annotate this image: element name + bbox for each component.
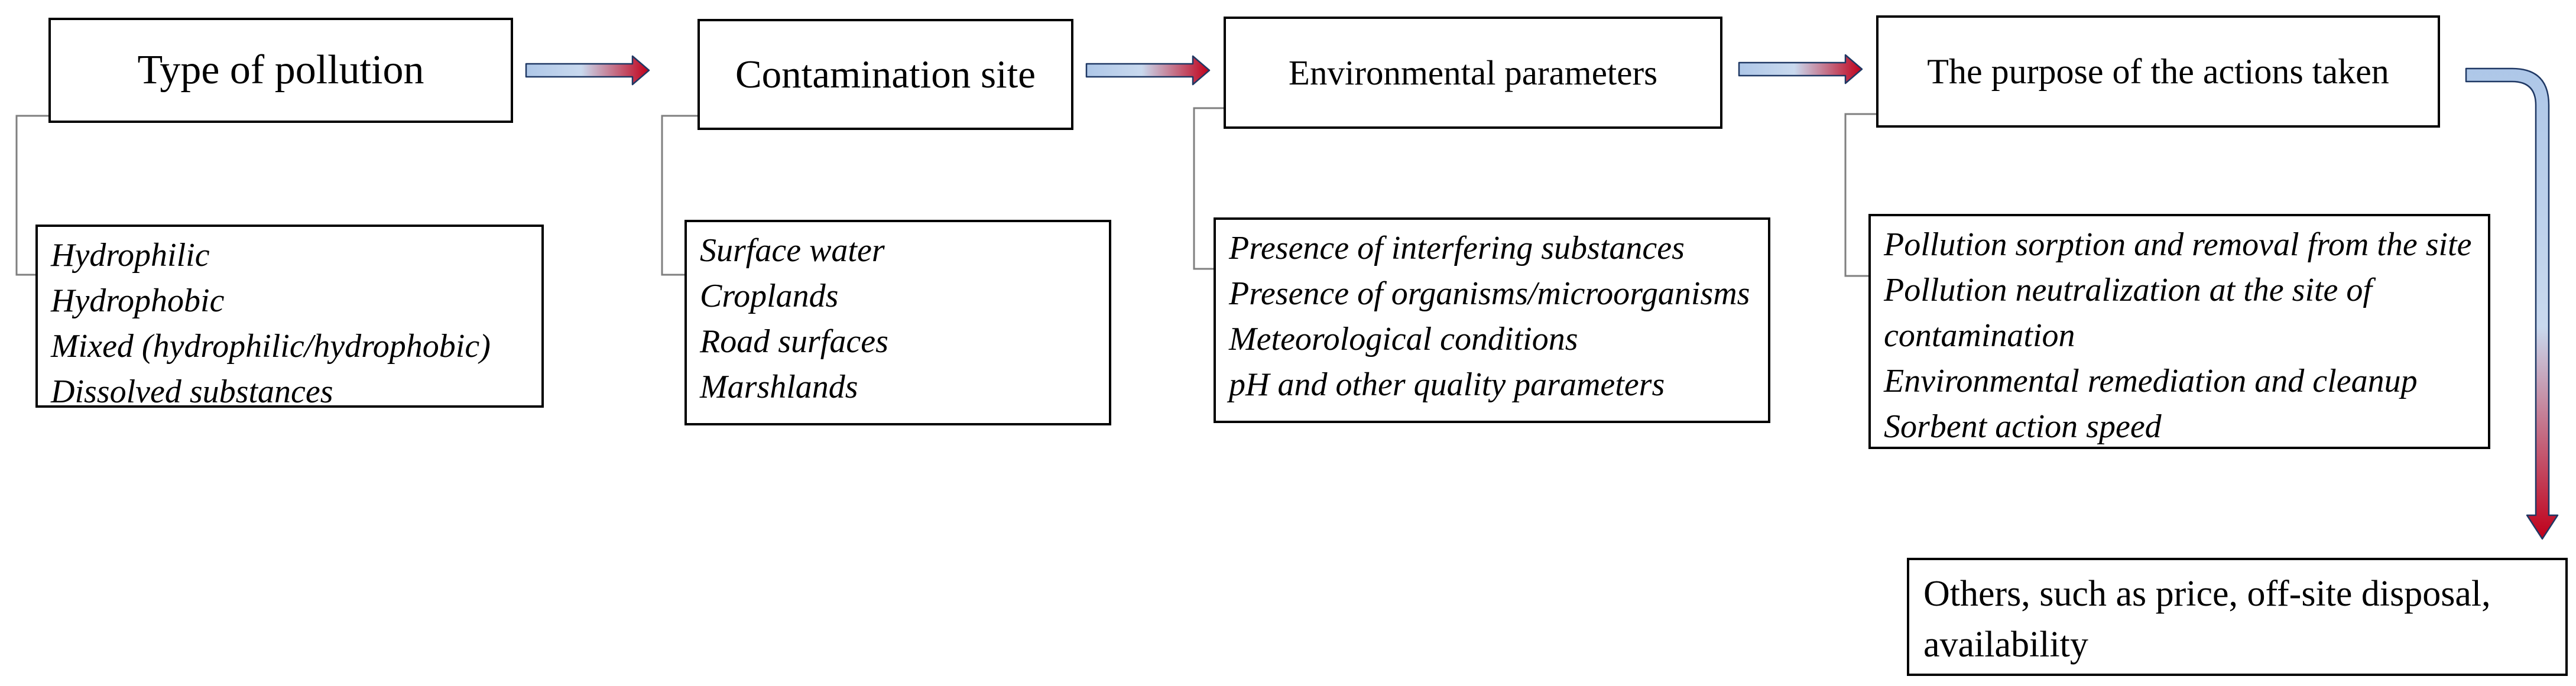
step-3-box: Environmental parameters (1224, 17, 1722, 129)
connector-3 (1193, 107, 1225, 270)
step-3-list: Presence of interfering substances Prese… (1229, 226, 1768, 408)
step-4-item: Pollution sorption and removal from the … (1884, 226, 2472, 263)
step-3-title: Environmental parameters (1288, 53, 1658, 92)
step-2-box: Contamination site (697, 19, 1073, 130)
flow-arrow-3 (1738, 54, 1863, 84)
step-3-item: pH and other quality parameters (1229, 366, 1665, 403)
step-3-list-box: Presence of interfering substances Prese… (1214, 217, 1770, 423)
step-1-item: Hydrophilic (51, 237, 210, 274)
flow-arrow-1 (525, 55, 650, 86)
step-1-list-box: Hydrophilic Hydrophobic Mixed (hydrophil… (35, 225, 544, 410)
step-3-item: Presence of organisms/microorganisms (1229, 275, 1750, 312)
final-box: Others, such as price, off-site disposal… (1907, 558, 2568, 676)
step-1-item: Dissolved substances (51, 373, 333, 410)
step-1-title: Type of pollution (137, 47, 424, 93)
step-4-list-box: Pollution sorption and removal from the … (1868, 214, 2490, 449)
step-3-item: Meteorological conditions (1229, 321, 1578, 357)
connector-2 (661, 115, 699, 276)
connector-1 (15, 115, 50, 276)
step-2-list-box: Surface water Croplands Road surfaces Ma… (684, 220, 1111, 425)
step-4-title: The purpose of the actions taken (1927, 52, 2389, 91)
step-4-list: Pollution sorption and removal from the … (1884, 222, 2488, 450)
step-4-box: The purpose of the actions taken (1876, 15, 2440, 128)
step-2-item: Croplands (700, 278, 839, 314)
step-4-item: contamination (1884, 317, 2075, 354)
step-4-item: Environmental remediation and cleanup (1884, 363, 2418, 399)
step-1-item: Hydrophobic (51, 282, 225, 319)
flow-arrow-2 (1085, 55, 1211, 86)
step-2-title: Contamination site (735, 52, 1036, 96)
connector-4 (1844, 113, 1877, 277)
step-2-item: Surface water (700, 232, 885, 269)
step-1-list: Hydrophilic Hydrophobic Mixed (hydrophil… (51, 233, 541, 415)
step-2-item: Marshlands (700, 369, 858, 405)
step-1-item: Mixed (hydrophilic/hydrophobic) (51, 328, 491, 365)
step-1-box: Type of pollution (48, 18, 513, 123)
step-4-item: Pollution neutralization at the site of (1884, 272, 2372, 308)
final-text: Others, such as price, off-site disposal… (1923, 574, 2491, 665)
step-3-item: Presence of interfering substances (1229, 230, 1685, 266)
step-2-item: Road surfaces (700, 323, 888, 360)
step-2-list: Surface water Croplands Road surfaces Ma… (700, 228, 1109, 410)
bent-arrow (2465, 67, 2559, 540)
step-4-item: Sorbent action speed (1884, 408, 2162, 445)
